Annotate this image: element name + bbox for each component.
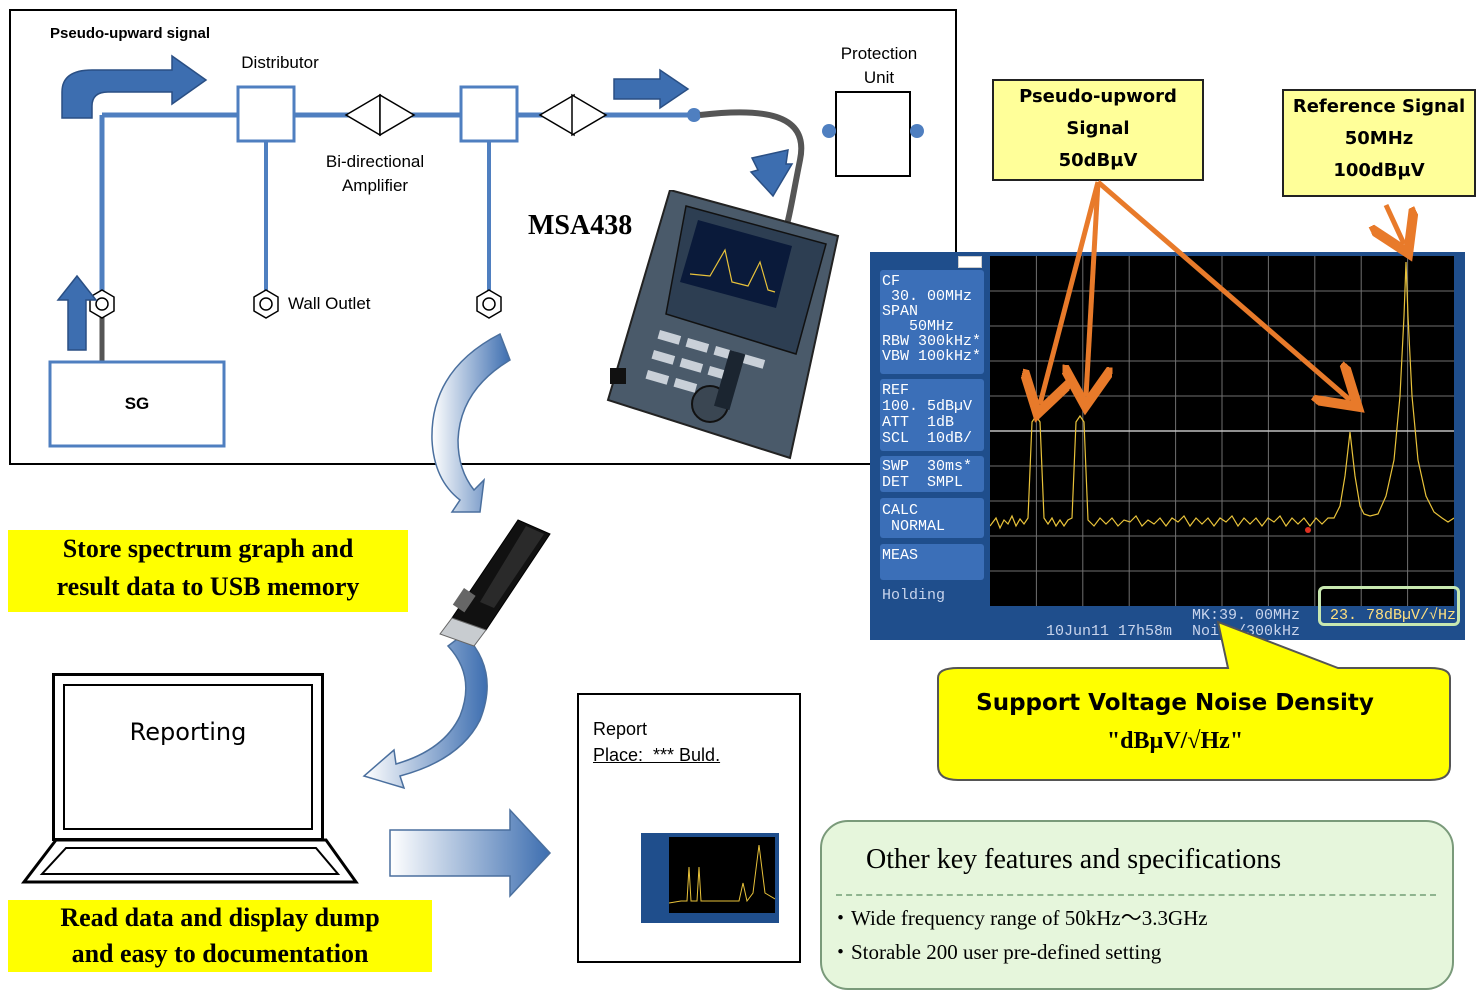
distributor-box-2 <box>459 85 519 143</box>
distributor-box-1 <box>236 85 296 143</box>
store-note-line1: Store spectrum graph and <box>62 534 354 563</box>
sa-scl: SCL 10dB/ <box>882 430 973 447</box>
sa-cf-label: CF <box>882 273 901 290</box>
read-note: Read data and display dump and easy to d… <box>8 900 432 972</box>
reference-line2: 50MHz <box>1344 128 1414 149</box>
noise-density-line2: "dBµV/√Hz" <box>1106 728 1244 754</box>
sa-marker: MK:39. 00MHz <box>1192 607 1301 624</box>
outlet-icon-wall <box>253 289 279 319</box>
pseudo-upword-line3: 50dBµV <box>1058 150 1138 171</box>
network-diagram-frame <box>9 9 957 465</box>
reference-signal-callout: Reference Signal 50MHz 100dBµV <box>1282 89 1476 197</box>
sa-holding: Holding <box>882 587 946 604</box>
pseudo-upward-title: Pseudo-upward signal <box>50 25 211 42</box>
wall-outlet-label: Wall Outlet <box>288 294 371 313</box>
sa-settings-block-1 <box>880 270 984 374</box>
sa-calc-label: CALC <box>882 502 919 519</box>
readout-highlight <box>1318 586 1460 626</box>
right-arrow-icon <box>613 68 690 110</box>
curved-arrow-icon-1 <box>431 332 511 513</box>
down-arrow-icon <box>749 149 794 198</box>
battery-icon <box>958 256 982 268</box>
sa-vbw: VBW 100kHz* <box>882 348 982 365</box>
sa-timestamp: 10Jun11 17h58m <box>1046 623 1173 640</box>
spectrum-trace <box>990 261 1454 530</box>
report-place: Place: *** Buld. <box>593 745 721 765</box>
sg-label: SG <box>124 394 150 413</box>
sa-meas: MEAS <box>882 547 919 564</box>
sa-span-value: 50MHz <box>882 318 955 335</box>
sa-settings-block-3 <box>880 456 984 492</box>
pseudo-upword-line2: Signal <box>1066 118 1130 139</box>
sa-rbw: RBW 300kHz* <box>882 333 982 350</box>
reference-line3: 100dBµV <box>1333 160 1425 181</box>
sa-ref-label: REF <box>882 382 910 399</box>
distributor-label: Distributor <box>241 53 319 72</box>
usb-memory-icon <box>439 519 551 647</box>
sa-swp: SWP 30ms* <box>882 458 973 475</box>
sa-att: ATT 1dB <box>882 414 955 431</box>
sa-ref-value: 100. 5dBµV <box>882 398 973 415</box>
device-model-label: MSA438 <box>528 210 633 241</box>
outlet-icon-sg <box>89 289 115 319</box>
read-note-line2: and easy to documentation <box>71 939 369 968</box>
amplifier-label-line1: Bi-directional <box>325 152 425 171</box>
network-diagram-lines <box>48 54 924 448</box>
laptop-screen: Reporting <box>52 673 324 841</box>
protection-unit-label-line2: Unit <box>863 68 895 87</box>
pseudo-upward-arrow-icon <box>61 54 208 119</box>
report-document: Report Place: *** Buld. <box>577 693 801 963</box>
amplifier-icon-1 <box>344 93 416 137</box>
sa-settings-block-2 <box>880 379 984 451</box>
sa-det: DET SMPL <box>882 474 964 491</box>
msa438-device-icon <box>606 190 840 460</box>
store-note-line2: result data to USB memory <box>56 572 360 601</box>
laptop-keyboard <box>20 838 359 884</box>
report-spectrum-thumbnail <box>641 833 779 923</box>
pseudo-upword-callout: Pseudo-upword Signal 50dBµV <box>992 79 1204 181</box>
read-note-line1: Read data and display dump <box>60 903 380 932</box>
right-arrow-report-icon <box>389 808 552 898</box>
noise-density-bubble <box>937 620 1451 781</box>
reference-line1: Reference Signal <box>1292 96 1466 117</box>
sa-span-label: SPAN <box>882 303 919 320</box>
workflow-arrows <box>362 332 511 790</box>
features-divider <box>836 894 1436 896</box>
features-item-2: ・Storable 200 user pre-defined setting <box>830 940 1162 964</box>
amplifier-label-line2: Amplifier <box>341 176 409 195</box>
store-note: Store spectrum graph and result data to … <box>8 530 408 612</box>
sa-settings-block-4 <box>880 498 984 538</box>
features-box <box>820 820 1454 990</box>
up-arrow-icon <box>56 274 98 351</box>
noise-density-line1: Support Voltage Noise Density <box>976 690 1374 716</box>
protection-unit-box <box>835 91 911 177</box>
spectrum-screen <box>990 256 1454 606</box>
sa-readout: 23. 78dBµV/√Hz <box>1330 607 1457 624</box>
sa-cf-value: 30. 00MHz <box>882 288 973 305</box>
report-title: Report <box>593 719 648 739</box>
outlet-icon-amp <box>476 289 502 319</box>
laptop-label: Reporting <box>129 718 247 746</box>
features-title: Other key features and specifications <box>866 844 1282 875</box>
sa-calc-value: NORMAL <box>882 518 946 535</box>
pseudo-upword-line1: Pseudo-upword <box>1019 86 1177 107</box>
features-item-1: ・Wide frequency range of 50kHz～3.3GHz <box>830 906 1208 930</box>
amplifier-icon-2 <box>538 93 608 137</box>
protection-unit-label-line1: Protection <box>840 44 918 63</box>
sg-box <box>48 360 226 448</box>
sa-settings-block-5 <box>880 544 984 580</box>
curved-arrow-icon-2 <box>362 633 488 790</box>
